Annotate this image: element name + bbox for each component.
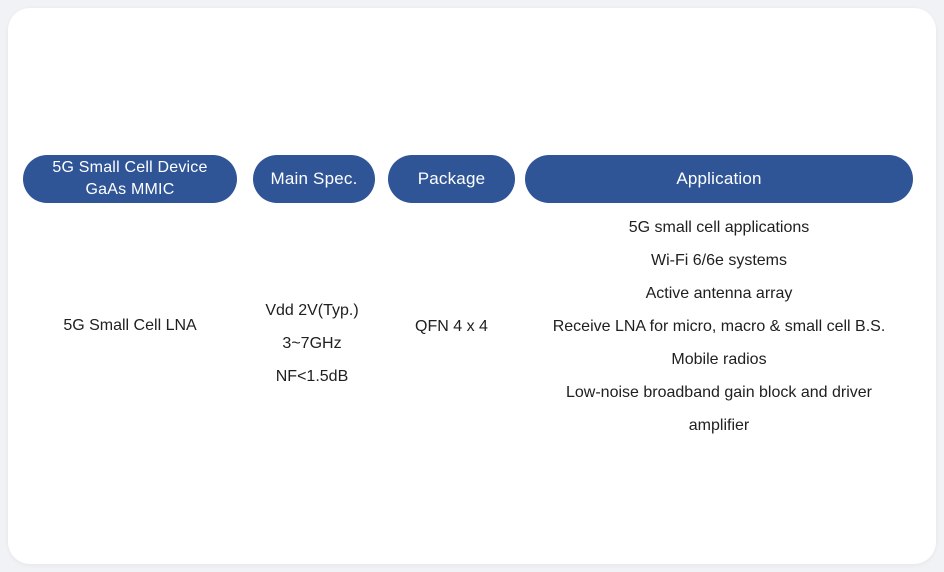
column-header-device-category: 5G Small Cell Device GaAs MMIC [23,155,237,203]
spec-table-card: 5G Small Cell Device GaAs MMIC Main Spec… [8,8,936,564]
application-item: 5G small cell applications [628,219,810,236]
column-header-application: Application [525,155,913,203]
cell-package: QFN 4 x 4 [388,310,515,343]
application-item: Active antenna array [645,285,793,302]
cell-device-name: 5G Small Cell LNA [23,309,237,342]
application-item: Wi-Fi 6/6e systems [650,252,787,269]
column-header-package-label: Package [417,169,486,188]
cell-main-spec: Vdd 2V(Typ.) 3~7GHz NF<1.5dB [248,294,376,393]
column-header-main-spec: Main Spec. [253,155,375,203]
application-item: Low-noise broadband gain block and drive… [566,384,872,434]
application-item: Mobile radios [671,351,767,368]
column-header-application-label: Application [676,169,762,188]
column-header-device-category-label: 5G Small Cell Device GaAs MMIC [52,159,208,198]
spec-noise-figure: NF<1.5dB [275,368,349,385]
application-item: Receive LNA for micro, macro & small cel… [552,318,886,335]
column-header-package: Package [388,155,515,203]
spec-supply-voltage: Vdd 2V(Typ.) [265,302,359,319]
cell-applications: 5G small cell applications Wi-Fi 6/6e sy… [539,211,899,442]
package-type: QFN 4 x 4 [415,318,488,335]
spec-frequency-range: 3~7GHz [282,335,342,352]
device-name: 5G Small Cell LNA [63,317,197,334]
column-header-main-spec-label: Main Spec. [270,169,358,188]
